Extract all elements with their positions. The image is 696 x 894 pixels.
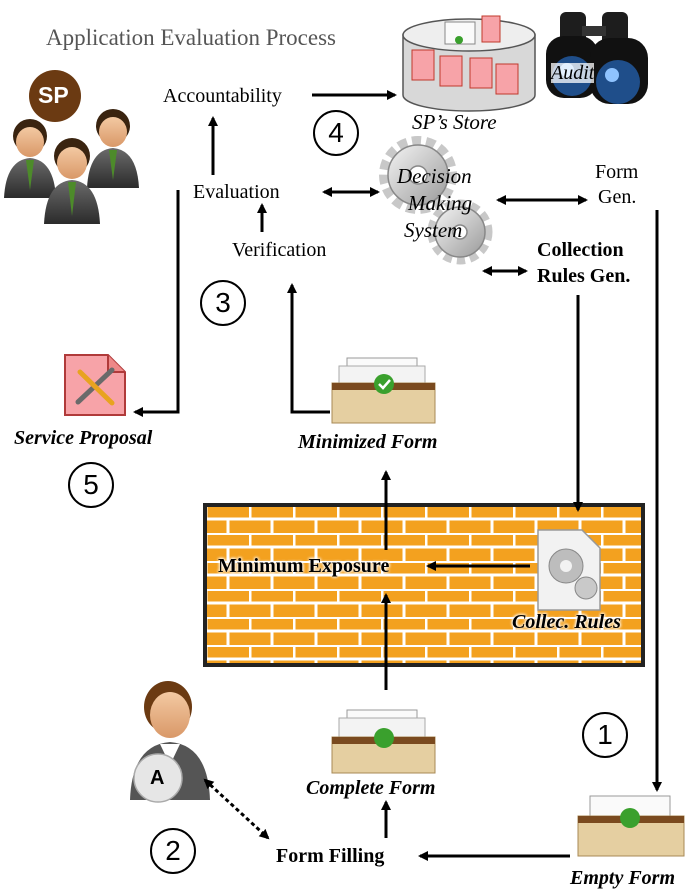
sp-badge-label: SP [38, 82, 69, 108]
minimum-exposure-label: Minimum Exposure [218, 555, 390, 577]
sp-store-label: SP’s Store [412, 110, 497, 134]
step-5-circle: 5 [68, 462, 114, 508]
collec-rules-label: Collec. Rules [512, 611, 621, 633]
step-4-circle: 4 [313, 110, 359, 156]
step-2-circle: 2 [150, 828, 196, 874]
empty-form-label: Empty Form [570, 867, 676, 889]
form-gen-label-1: Form [595, 161, 639, 183]
service-proposal-document-icon [64, 354, 126, 416]
diagram-title: Application Evaluation Process [46, 25, 336, 50]
minimized-form-folder-icon [331, 357, 436, 424]
flow-arrows [133, 90, 662, 861]
verification-label: Verification [232, 239, 327, 261]
step-1-circle: 1 [582, 712, 628, 758]
service-proposal-label: Service Proposal [14, 427, 153, 449]
collection-rules-gen-label-2: Rules Gen. [537, 265, 631, 287]
service-provider-group-icon [4, 70, 139, 224]
decision-making-label-2: Making [408, 191, 473, 215]
form-filling-label: Form Filling [276, 845, 385, 867]
complete-form-folder-icon [331, 709, 436, 774]
collection-rules-document-icon [537, 529, 601, 611]
audit-label: Audit [551, 62, 595, 84]
collection-rules-gen-label-1: Collection [537, 239, 624, 261]
decision-making-label-3: System [404, 218, 463, 242]
complete-form-label: Complete Form [306, 777, 436, 799]
user-a-avatar-icon [130, 681, 210, 803]
accountability-label: Accountability [163, 85, 282, 107]
decision-gears-icon [379, 136, 493, 265]
minimized-form-label: Minimized Form [298, 431, 438, 453]
form-gen-label-2: Gen. [598, 186, 637, 208]
evaluation-label: Evaluation [193, 181, 280, 203]
binoculars-icon [546, 12, 648, 104]
user-a-badge-label: A [150, 767, 165, 789]
decision-making-label-1: Decision [397, 164, 472, 188]
step-3-circle: 3 [200, 280, 246, 326]
sp-store-database-icon [402, 15, 536, 112]
empty-form-folder-icon [577, 795, 685, 857]
